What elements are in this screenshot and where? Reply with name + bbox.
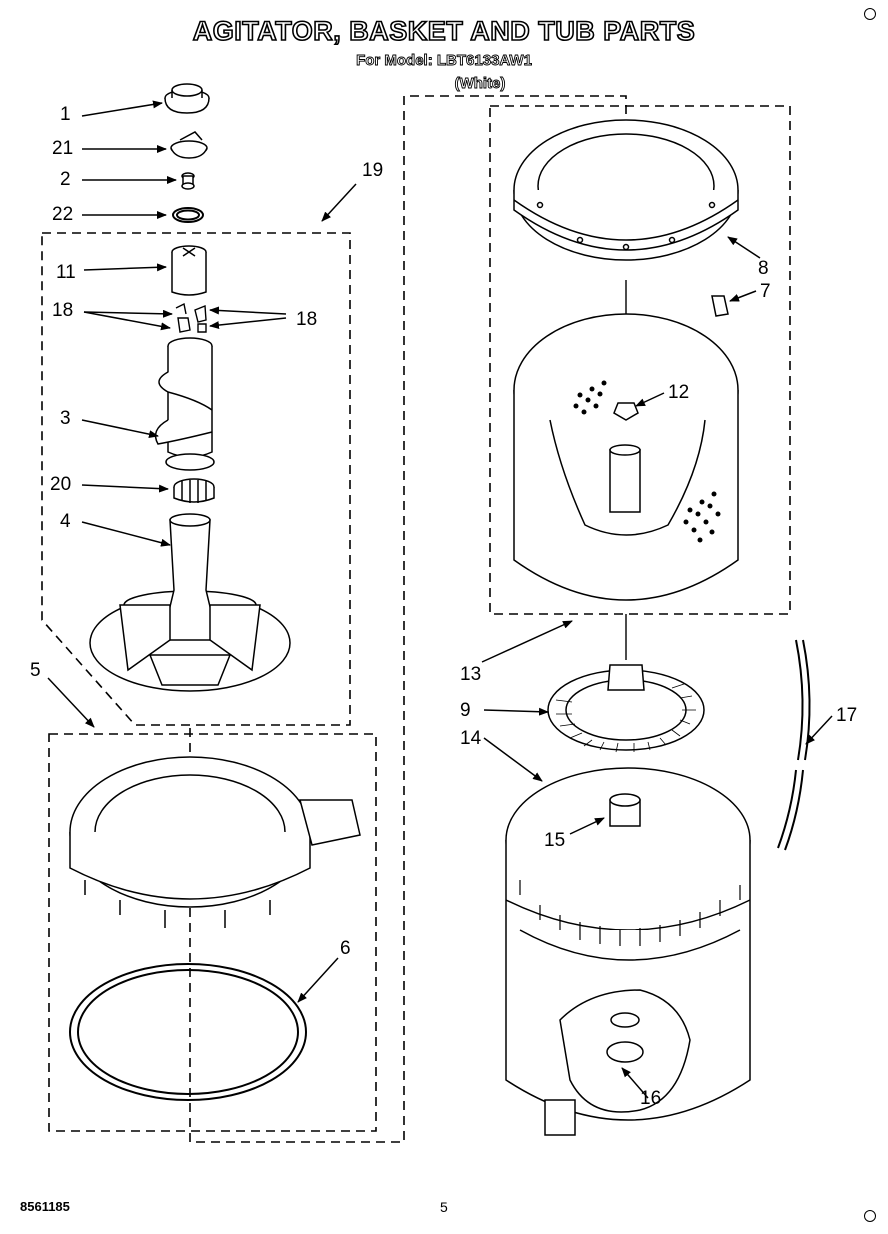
callout-4: 4	[60, 511, 71, 532]
drive-bell	[173, 478, 215, 503]
page-title: AGITATOR, BASKET AND TUB PARTS	[192, 15, 696, 47]
connector-line	[189, 95, 627, 1143]
page-number: 5	[440, 1199, 448, 1215]
dogs-cam	[171, 245, 207, 296]
footer-code: 8561185	[20, 1199, 70, 1214]
callout-1: 1	[60, 104, 71, 125]
callout-12: 12	[668, 382, 690, 403]
callout-7: 7	[760, 281, 771, 302]
callout-21: 21	[52, 138, 74, 159]
agitator-barrel	[154, 337, 215, 471]
callout-9: 9	[460, 700, 471, 721]
agitator-base	[89, 513, 291, 692]
spin-basket	[513, 313, 739, 601]
outer-tub	[505, 767, 751, 1136]
agitator-dogs	[175, 302, 207, 333]
callout-6: 6	[340, 938, 351, 959]
callout-17: 17	[836, 705, 858, 726]
callout-22: 22	[52, 204, 74, 225]
drive-block-hub	[547, 664, 705, 751]
agitator-assembly-box	[41, 232, 351, 726]
registration-mark-top	[864, 8, 876, 20]
callout-13: 13	[460, 664, 482, 685]
callout-18-right: 18	[296, 309, 318, 330]
registration-mark-bottom	[864, 1210, 876, 1222]
o-ring	[172, 207, 204, 223]
callout-11: 11	[56, 262, 76, 283]
model-number: For Model: LBT6133AW1	[356, 52, 533, 70]
callout-14: 14	[460, 728, 482, 749]
hose	[777, 639, 811, 851]
callout-20: 20	[50, 474, 72, 495]
callout-3: 3	[60, 408, 71, 429]
color-label: (White)	[454, 75, 506, 93]
agitator-cap	[164, 83, 210, 114]
basket-assembly-box	[489, 105, 791, 615]
callout-8: 8	[758, 258, 769, 279]
callout-5: 5	[30, 660, 41, 681]
clip-part	[711, 295, 729, 317]
callout-2: 2	[60, 169, 71, 190]
cap-clip	[170, 131, 208, 159]
tub-gasket	[69, 963, 307, 1101]
tub-hub-teeth	[555, 683, 696, 753]
tub-tabs	[519, 880, 741, 946]
callout-19: 19	[362, 160, 384, 181]
callout-18-left: 18	[52, 300, 74, 321]
tub-ring	[69, 756, 361, 928]
callout-16: 16	[640, 1088, 662, 1109]
basket-holes	[573, 380, 721, 543]
balance-ring	[513, 119, 739, 261]
callout-15: 15	[544, 830, 566, 851]
hub-nut	[613, 402, 639, 421]
bolt	[181, 172, 195, 190]
tub-ring-assembly-box	[48, 733, 377, 1132]
